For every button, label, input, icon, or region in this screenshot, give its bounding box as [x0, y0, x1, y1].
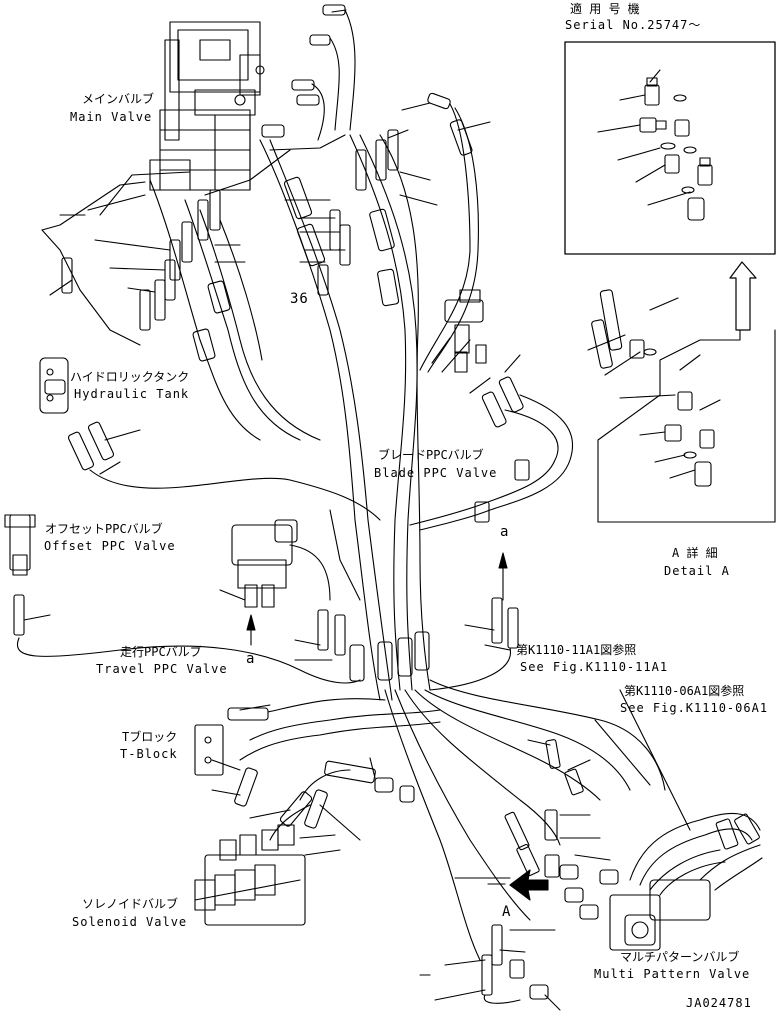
frame-lines-mid [99, 171, 361, 601]
solenoid-hoses [211, 709, 441, 856]
leaders-upper [49, 9, 491, 296]
lower-hoses [384, 679, 666, 1004]
multi-pattern-label-jp: マルチパターンバルブ [620, 950, 740, 964]
serial-inset-box [564, 41, 776, 255]
offset-ppc-valve [4, 514, 361, 684]
travel-ppc-label-jp: 走行PPCバルブ [120, 645, 202, 659]
left-fittings [61, 129, 399, 331]
main-valve-label: Main Valve [70, 110, 153, 124]
travel-ppc-valve [219, 519, 346, 661]
serial-number: Serial No.25747～ [565, 18, 702, 32]
t-block-label: T-Block [120, 747, 178, 761]
hydraulic-tank-fitting [39, 357, 381, 521]
solenoid-valve [194, 824, 306, 926]
right-mid-fittings [429, 597, 519, 691]
drawing-id: JA024781 [686, 996, 752, 1010]
marker-a-left: a [246, 651, 256, 667]
offset-ppc-label: Offset PPC Valve [44, 539, 176, 553]
item-number-36: 36 [290, 291, 309, 307]
marker-a-right: a [500, 524, 510, 540]
blade-ppc-label: Blade PPC Valve [374, 466, 498, 480]
blade-ppc-label-jp: ブレードPPCバルブ [378, 448, 484, 462]
detail-a-label-jp: A 詳 細 [672, 546, 718, 560]
ref-fig-11a1: See Fig.K1110-11A1 [520, 660, 669, 674]
inset-arrow [729, 261, 757, 331]
arrow-A [487, 869, 549, 901]
multi-pattern-label: Multi Pattern Valve [594, 967, 751, 981]
detail-a-panel [587, 289, 776, 523]
blade-ppc-valve [409, 289, 574, 531]
a-arrows [246, 552, 508, 646]
ref-fig-06a1: See Fig.K1110-06A1 [620, 701, 769, 715]
main-valve-fittings [261, 4, 451, 138]
main-valve-label-jp: メインバルブ [82, 92, 155, 106]
t-block-label-jp: Tブロック [122, 730, 178, 744]
hoses-upper [149, 9, 479, 701]
inset-leaders [597, 69, 691, 206]
travel-ppc-label: Travel PPC Valve [96, 662, 228, 676]
serial-label-jp: 適 用 号 機 [570, 2, 640, 16]
detail-a-label: Detail A [664, 564, 730, 578]
multi-pattern-valve [609, 812, 763, 951]
detail-a-fittings [591, 289, 715, 487]
hydraulic-tank-label: Hydraulic Tank [74, 387, 190, 401]
hose-sleeves [192, 119, 473, 682]
ref-fig-06a1-jp: 第K1110-06A1図参照 [624, 684, 745, 698]
hydraulic-tank-label-jp: ハイドロリックタンク [70, 370, 190, 384]
detail-a-leaders [587, 297, 721, 479]
inset-fittings [639, 77, 713, 221]
ref-fig-11a1-jp: 第K1110-11A1図参照 [516, 643, 637, 657]
offset-ppc-label-jp: オフセットPPCバルブ [45, 522, 163, 536]
solenoid-valve-label: Solenoid Valve [72, 915, 188, 929]
main-valve [149, 21, 265, 191]
solenoid-valve-label-jp: ソレノイドバルブ [82, 897, 179, 911]
leaders-lower [419, 689, 691, 1011]
t-block [194, 698, 386, 776]
frame-lines [41, 134, 346, 346]
marker-big-A: A [502, 904, 512, 920]
